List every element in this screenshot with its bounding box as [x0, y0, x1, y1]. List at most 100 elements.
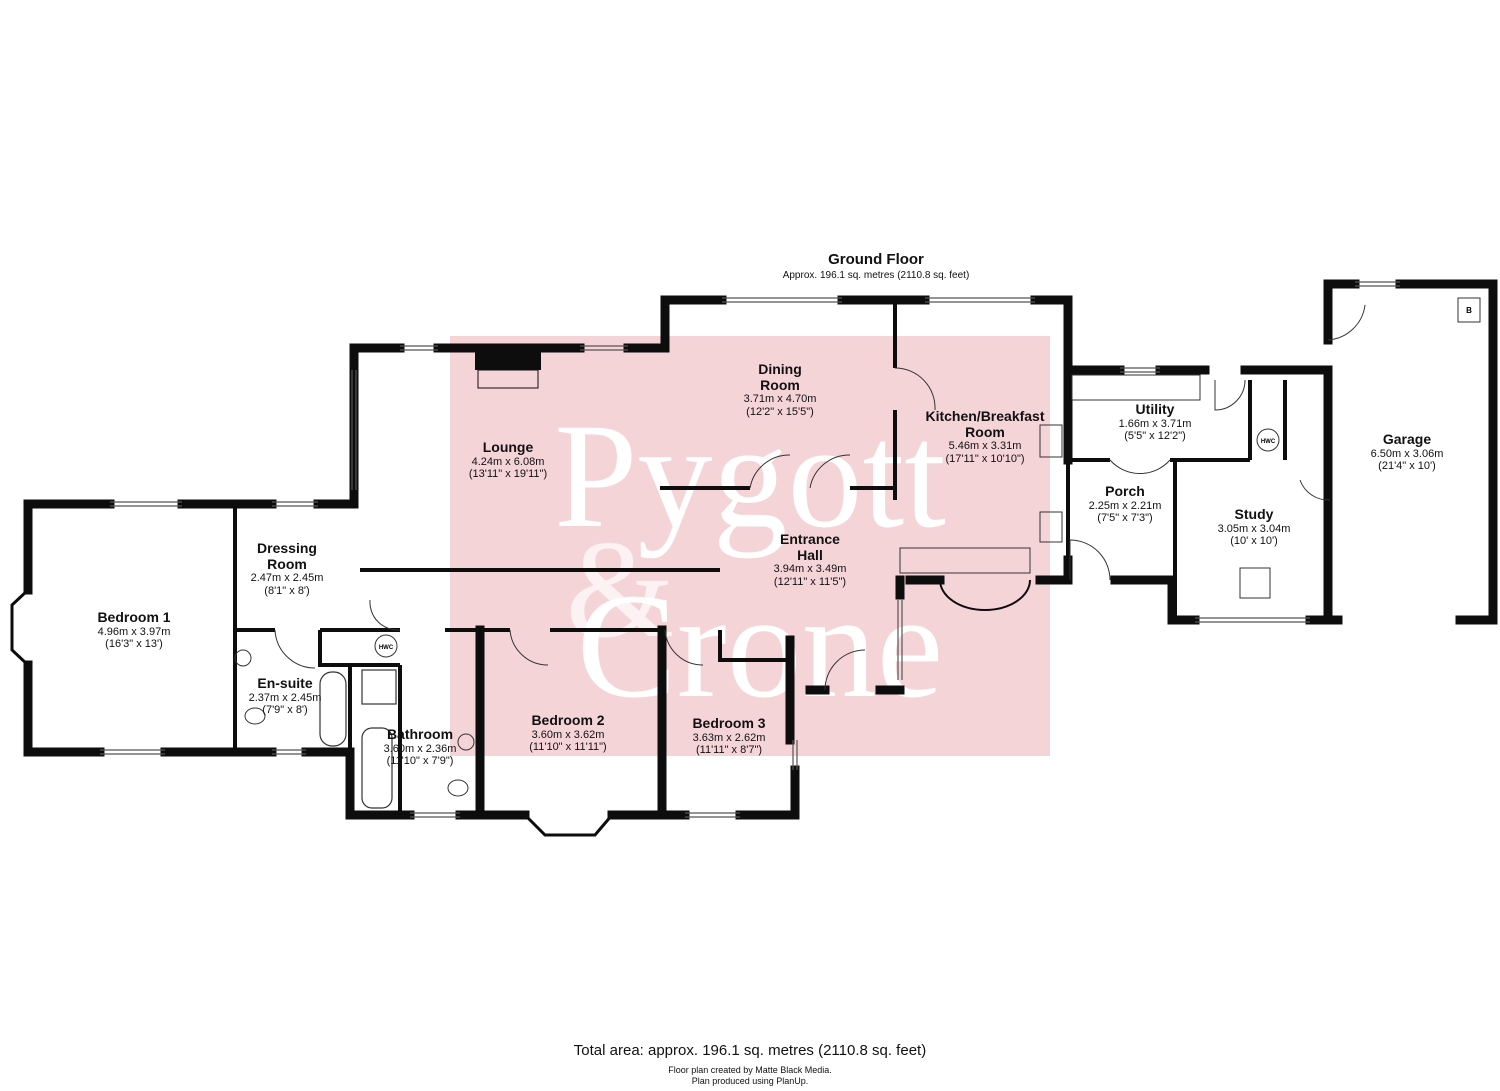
room-utility: Utility 1.66m x 3.71m (5'5" x 12'2") [1055, 401, 1255, 442]
room-metric: 5.46m x 3.31m [948, 440, 1022, 453]
window-ensuite [272, 749, 306, 755]
room-kitchen: Kitchen/Breakfast Room 5.46m x 3.31m (17… [885, 408, 1085, 465]
hwc-cylinder-utility [1256, 428, 1280, 452]
wall-dressing [233, 504, 400, 752]
room-dining: Dining Room 3.71m x 4.70m (12'2" x 15'5"… [680, 361, 880, 418]
room-imperial: (11'11" x 8'7") [695, 743, 763, 756]
room-name: En-suite [257, 675, 313, 691]
room-metric: 3.05m x 3.04m [1217, 522, 1291, 535]
wall-hwc [1248, 380, 1287, 460]
window-study [1195, 617, 1310, 623]
window-lounge-side [351, 370, 357, 490]
room-metric: 4.24m x 6.08m [471, 455, 545, 468]
room-metric: 6.50m x 3.06m [1370, 447, 1444, 460]
bath-bathroom [361, 727, 393, 809]
room-imperial: (21'4" x 10') [1378, 459, 1436, 472]
fireplace-hearth [477, 369, 539, 389]
window-garage [1355, 281, 1400, 287]
room-metric: 3.60m x 2.36m [383, 742, 457, 755]
room-metric: 2.25m x 2.21m [1088, 499, 1162, 512]
room-imperial: (8'1" x 8') [264, 584, 310, 597]
boiler-label: B [1466, 306, 1472, 315]
internal-walls [233, 300, 1287, 815]
room-name-line1: Kitchen/Breakfast [925, 408, 1045, 424]
room-bedroom2: Bedroom 2 3.60m x 3.62m (11'10" x 11'11"… [468, 712, 668, 753]
room-ensuite: En-suite 2.37m x 2.45m (7'9" x 8') [185, 675, 385, 716]
toilet-bathroom [447, 779, 469, 797]
room-dressing: Dressing Room 2.47m x 2.45m (8'1" x 8') [187, 540, 387, 597]
wall-ensuite-top [318, 630, 400, 667]
wall-bedroom1-outer [23, 499, 355, 757]
utility-worktop [1071, 374, 1201, 401]
floor-title: Ground Floor [828, 251, 924, 268]
floor-subtitle: Approx. 196.1 sq. metres (2110.8 sq. fee… [782, 270, 970, 281]
door-utility [1214, 379, 1246, 411]
basin-bathroom [457, 733, 475, 751]
total-area: Total area: approx. 196.1 sq. metres (21… [573, 1042, 927, 1059]
room-imperial: (12'11" x 11'5") [773, 575, 847, 588]
room-garage: Garage 6.50m x 3.06m (21'4" x 10') [1307, 431, 1500, 472]
room-name-line2: Room [965, 423, 1005, 440]
room-name: Porch [1105, 483, 1145, 499]
shower-tray [361, 669, 397, 705]
kitchen-worktop [899, 547, 1031, 574]
room-bedroom3: Bedroom 3 3.63m x 2.62m (11'11" x 8'7") [629, 715, 829, 756]
room-metric: 3.94m x 3.49m [773, 563, 847, 576]
door-garage-internal [1299, 479, 1331, 501]
credit-line-1: Floor plan created by Matte Black Media. [668, 1065, 832, 1075]
study-skylight [1239, 567, 1271, 599]
room-imperial: (11'10" x 11'11") [529, 740, 607, 753]
doors [274, 304, 1366, 691]
wall-dining-top [660, 295, 1073, 353]
room-imperial: (7'9" x 8') [262, 703, 308, 716]
door-porch [1109, 459, 1171, 474]
room-name: Bedroom 2 [531, 712, 605, 728]
credit-line-2: Plan produced using PlanUp. [691, 1076, 809, 1086]
room-name-line1: Dining [758, 361, 802, 377]
door-front [824, 649, 866, 691]
hwc-label-main: HWC [379, 645, 394, 651]
basin-ensuite [234, 649, 252, 667]
door-kitchen [894, 367, 936, 411]
boiler [1457, 297, 1481, 323]
room-lounge: Lounge 4.24m x 6.08m (13'11" x 19'11") [408, 439, 608, 480]
door-dining-1 [749, 454, 791, 489]
windows [100, 281, 1400, 818]
window-kitchen [925, 297, 1035, 303]
door-dressing [369, 599, 401, 631]
walls [23, 279, 1498, 820]
kitchen-unit-upper [1039, 424, 1063, 458]
window-dressing [272, 501, 318, 507]
window-lounge-1 [400, 345, 438, 351]
room-metric: 4.96m x 3.97m [97, 625, 171, 638]
bay-window-bedroom1 [10, 588, 30, 667]
kitchen-unit [1039, 511, 1063, 543]
room-entrance-hall: Entrance Hall 3.94m x 3.49m (12'11" x 11… [710, 531, 910, 588]
room-imperial: (13'11" x 19'11") [468, 467, 548, 480]
room-metric: 3.63m x 2.62m [692, 731, 766, 744]
room-name: Lounge [482, 439, 534, 455]
room-metric: 2.47m x 2.45m [250, 572, 324, 585]
bath-ensuite [319, 671, 347, 747]
bay-window-kitchen [939, 579, 1031, 611]
room-bedroom1: Bedroom 1 4.96m x 3.97m (16'3" x 13') [34, 609, 234, 650]
hwc-label-utility: HWC [1261, 439, 1276, 445]
door-dining-2 [809, 454, 851, 489]
bay-window-bedroom2 [523, 813, 614, 837]
door-garage [1327, 304, 1366, 341]
room-metric: 3.60m x 3.62m [531, 728, 605, 741]
window-lounge-2 [580, 345, 628, 351]
room-name: Garage [1382, 431, 1432, 447]
room-imperial: (10' x 10') [1230, 534, 1278, 547]
room-imperial: (11'10" x 7'9") [386, 754, 454, 767]
room-name-line1: Dressing [257, 540, 317, 556]
room-name-line2: Hall [797, 546, 823, 563]
room-name-line1: Entrance [780, 531, 840, 547]
room-imperial: (5'5" x 12'2") [1124, 429, 1186, 442]
room-name: Bedroom 1 [97, 609, 171, 625]
window-hall-side [897, 600, 903, 680]
room-metric: 3.71m x 4.70m [743, 393, 817, 406]
window-bathroom [410, 812, 460, 818]
door-ensuite [274, 629, 316, 669]
